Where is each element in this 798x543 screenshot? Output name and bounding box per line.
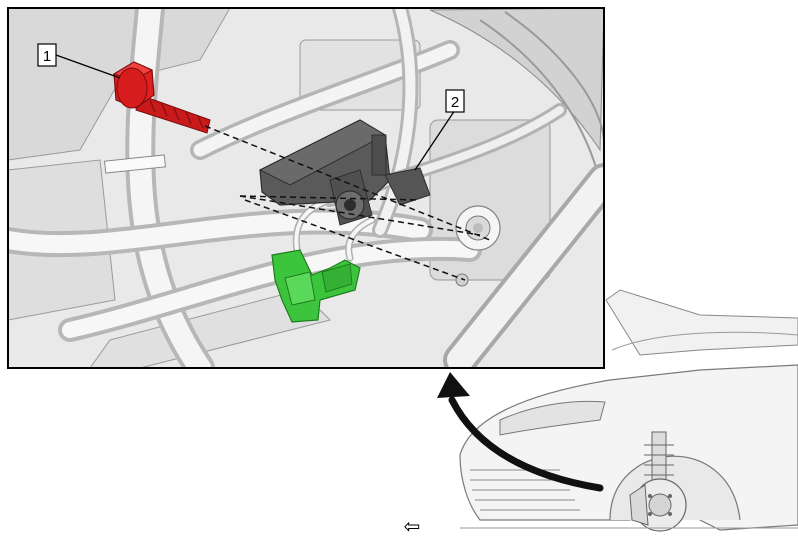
location-pointer-arrow	[437, 372, 604, 492]
brake-disc	[629, 478, 687, 532]
direction-arrow-icon: ⇦	[404, 514, 421, 538]
callout-2: 2	[445, 89, 465, 113]
callout-label-1: 1	[43, 48, 51, 65]
mounting-boss	[455, 205, 501, 251]
electrical-connector-icon	[271, 249, 361, 323]
vehicle-view	[459, 289, 798, 532]
inset-border	[7, 7, 605, 369]
detail-inset	[7, 7, 605, 369]
installation-guide-lines	[204, 125, 491, 281]
sensor-icon	[258, 119, 431, 226]
callout-label-2: 2	[451, 94, 459, 111]
callout-leader-1	[55, 54, 121, 79]
callout-1: 1	[37, 43, 57, 67]
vehicle-hood	[605, 289, 798, 356]
callout-leader-2	[414, 109, 456, 171]
bolt-icon	[112, 61, 211, 134]
